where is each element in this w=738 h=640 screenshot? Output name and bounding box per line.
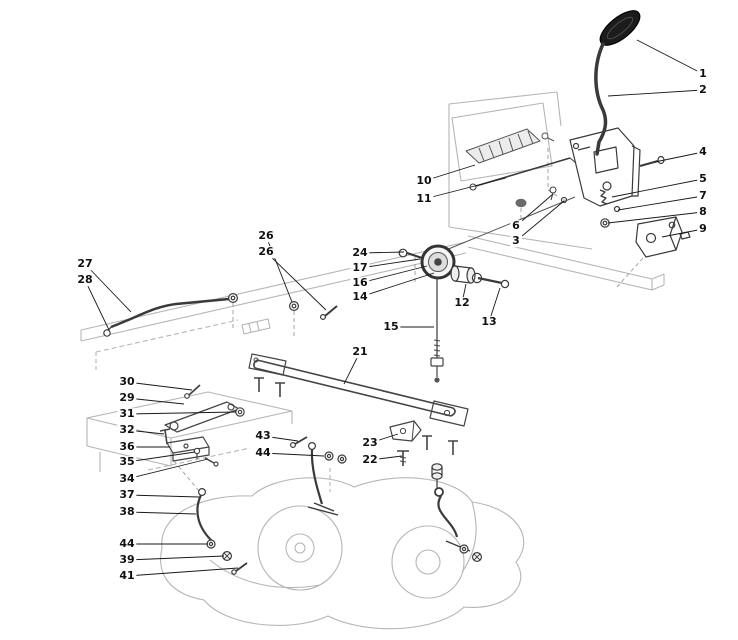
- rod-38: [196, 494, 214, 543]
- dashed-reference-lines: [173, 148, 644, 492]
- pulley-assembly: [398, 244, 510, 383]
- washer-44a: [206, 539, 216, 549]
- leader-line-44: [262, 452, 325, 457]
- leader-line-7: [617, 195, 704, 211]
- shaft-tube-21: [254, 359, 454, 417]
- leader-lines: [84, 39, 704, 577]
- leader-line-3: [515, 200, 565, 242]
- shaft-right-bracket: [429, 400, 469, 427]
- lift-lever-assembly: [569, 10, 691, 258]
- leader-line-11: [423, 177, 507, 200]
- leader-line-32: [126, 429, 165, 435]
- leader-line-17: [359, 258, 421, 269]
- rod-27: [110, 297, 230, 329]
- s-rod: [437, 495, 459, 538]
- washer-26a: [228, 293, 239, 304]
- leader-line-22: [369, 455, 403, 461]
- leader-line-1: [636, 39, 704, 75]
- leader-line-31: [126, 411, 237, 415]
- leader-line-41: [126, 567, 239, 577]
- rack-plate-10: [465, 128, 541, 164]
- hook-eyelet: [434, 487, 444, 497]
- center-link-rod: [290, 436, 347, 516]
- leader-line-43: [262, 435, 299, 442]
- leader-line-37: [126, 494, 200, 498]
- washer-31: [235, 407, 245, 417]
- leader-line-34: [126, 458, 209, 480]
- pin-34: [204, 457, 215, 464]
- bolt-6: [549, 186, 557, 194]
- leader-line-13: [488, 287, 501, 323]
- washer-44b: [324, 451, 334, 461]
- rack-and-rod-assembly: [445, 128, 577, 251]
- washer-26b: [289, 301, 300, 312]
- bolt-22: [397, 450, 409, 466]
- pin-35: [193, 447, 201, 455]
- leader-line-2: [607, 89, 704, 97]
- pin-7: [613, 205, 621, 213]
- leader-line-26: [265, 251, 327, 311]
- bolt-32: [159, 428, 171, 445]
- leader-line-4: [654, 151, 704, 163]
- leader-line-26: [265, 235, 293, 303]
- right-link-rod: [431, 463, 483, 562]
- cable-upper: [445, 196, 576, 251]
- spring-5: [599, 189, 608, 205]
- leader-line-24: [359, 251, 405, 254]
- bolt-43: [294, 436, 308, 445]
- leader-line-30: [126, 381, 193, 391]
- bracket-23: [389, 420, 422, 442]
- rod-eyelet: [308, 442, 317, 451]
- lever-grip: [599, 10, 641, 46]
- leader-line-5: [611, 178, 704, 198]
- left-link-rod: [196, 488, 248, 575]
- lever-shaft: [594, 42, 608, 156]
- eyelet-28: [103, 329, 111, 337]
- leader-line-39: [126, 555, 225, 561]
- leader-line-38: [126, 511, 197, 515]
- clevis-pin: [324, 305, 338, 317]
- lifting-shaft-assembly: [248, 353, 469, 466]
- front-lift-rod: [103, 293, 338, 337]
- cutting-deck: [160, 468, 525, 630]
- leader-line-9: [661, 228, 704, 238]
- leader-line-35: [126, 451, 196, 463]
- leader-line-12: [461, 283, 467, 304]
- bolt-24: [406, 252, 423, 259]
- rear-lever-assembly: [159, 384, 245, 467]
- leader-line-6: [515, 193, 554, 227]
- leader-line-16: [359, 265, 428, 284]
- washer-8: [600, 218, 610, 228]
- leader-line-8: [607, 211, 704, 224]
- link-rod: [310, 448, 324, 505]
- bracket-9: [635, 216, 683, 258]
- pin-41: [235, 562, 248, 572]
- rod-eyelet-37: [198, 488, 207, 497]
- pin-30: [188, 384, 201, 396]
- leader-line-27: [84, 263, 132, 313]
- leader-line-28: [84, 279, 110, 331]
- bolt-13: [477, 276, 503, 285]
- leader-line-21: [343, 351, 361, 385]
- roller-12: [450, 265, 460, 282]
- leader-line-14: [359, 272, 435, 298]
- shaft-left-bracket: [248, 353, 287, 376]
- bushing: [515, 198, 527, 208]
